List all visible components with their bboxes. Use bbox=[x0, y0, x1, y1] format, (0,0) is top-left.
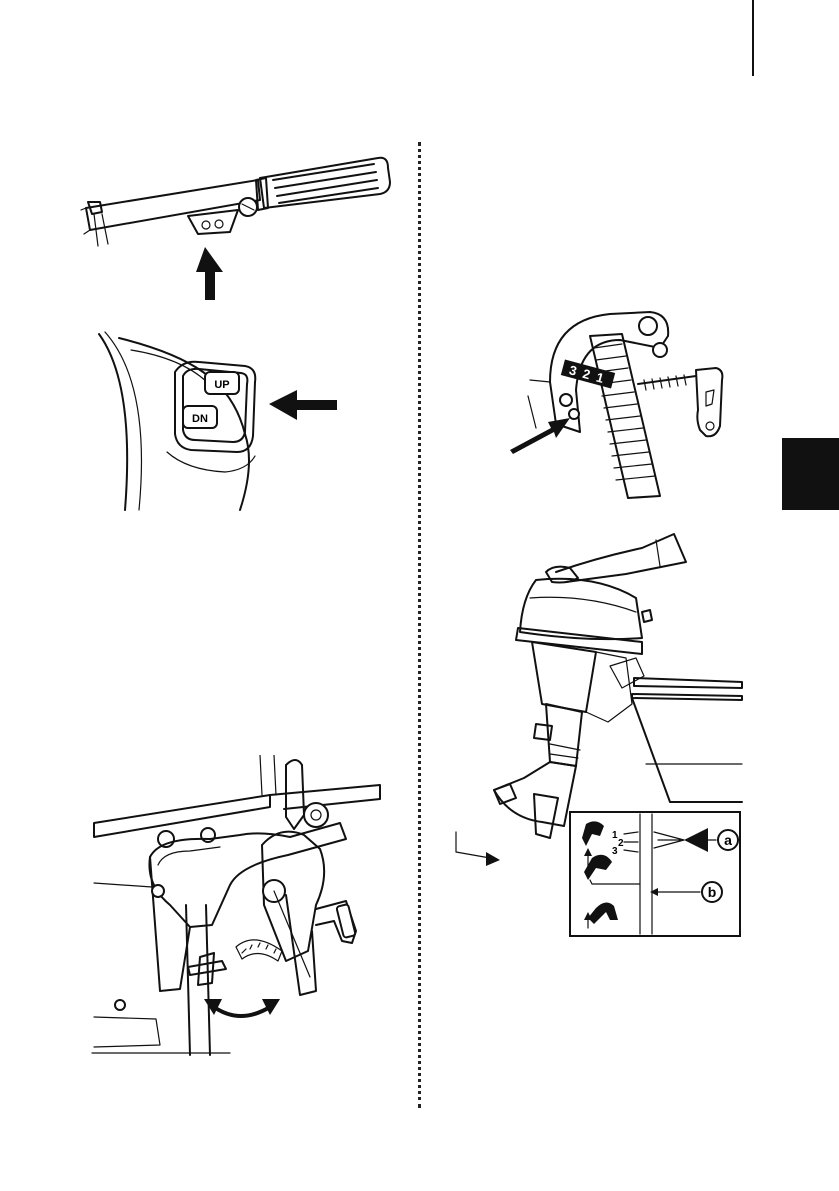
transom-clamp-bracket-icon: 3 2 1 bbox=[510, 300, 740, 510]
tilt-lock-lever-mechanism-icon bbox=[90, 755, 385, 1060]
column-divider bbox=[418, 142, 421, 1108]
figure-trim-switch: UP DN bbox=[95, 324, 355, 514]
outboard-motor-on-boat-icon: 1 2 3 a b bbox=[446, 528, 746, 940]
corner-rule bbox=[752, 0, 754, 76]
tiller-handle-with-trim-switch-arrow-icon bbox=[78, 150, 398, 305]
figure-outboard-tilt: 1 2 3 a b bbox=[446, 528, 746, 940]
trim-up-label: UP bbox=[214, 379, 229, 391]
inset-number-2: 2 bbox=[618, 838, 624, 849]
figure-tilt-lever bbox=[90, 755, 385, 1060]
chapter-tab bbox=[782, 438, 839, 510]
inset-number-3: 3 bbox=[612, 846, 618, 857]
trim-down-label: DN bbox=[192, 413, 208, 425]
callout-b: b bbox=[708, 884, 717, 900]
power-trim-switch-icon: UP DN bbox=[95, 324, 355, 514]
callout-a: a bbox=[724, 832, 732, 848]
figure-tiller-handle bbox=[78, 150, 398, 305]
figure-transom-clamp: 3 2 1 bbox=[510, 300, 740, 510]
